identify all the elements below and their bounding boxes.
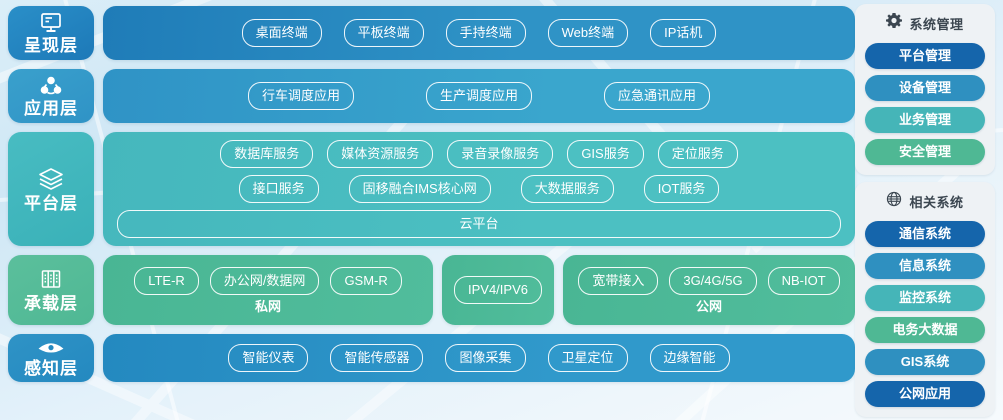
layer-tag-platform[interactable]: 平台层 xyxy=(8,132,94,246)
layer-tag-bearer[interactable]: 承载层 xyxy=(8,255,94,325)
pill-tablet-terminal[interactable]: 平板终端 xyxy=(343,19,424,47)
application-panel: 行车调度应用 生产调度应用 应急通讯应用 xyxy=(103,69,855,123)
bearer-group-name-private: 私网 xyxy=(254,299,281,314)
layer-label: 应用层 xyxy=(24,99,78,118)
public-network-pills: 宽带接入 3G/4G/5G NB-IOT xyxy=(578,267,840,295)
layer-label: 呈现层 xyxy=(24,36,78,55)
layer-tag-perception[interactable]: 感知层 xyxy=(8,334,94,382)
bearer-groups: LTE-R 办公网/数据网 GSM-R 私网 IPV4/IPV6 宽带接入 3G… xyxy=(103,255,855,325)
stacked-layers-icon xyxy=(36,166,66,192)
pill-smart-sensor[interactable]: 智能传感器 xyxy=(330,344,424,372)
pill-gsm-r[interactable]: GSM-R xyxy=(330,267,402,295)
pill-handheld-terminal[interactable]: 手持终端 xyxy=(445,19,526,47)
layers-column: 呈现层 桌面终端 平板终端 手持终端 Web终端 IP话机 xyxy=(8,6,855,382)
bearer-group-name-public: 公网 xyxy=(695,299,722,314)
related-systems-title: 相关系统 xyxy=(909,195,964,210)
pill-lte-r[interactable]: LTE-R xyxy=(134,267,199,295)
pill-audio-video-recording-service[interactable]: 录音录像服务 xyxy=(447,140,554,168)
platform-panel: 数据库服务 媒体资源服务 录音录像服务 GIS服务 定位服务 接口服务 固移融合… xyxy=(103,132,855,246)
pill-satellite-positioning[interactable]: 卫星定位 xyxy=(547,344,628,372)
sidebar-button-railway-big-data[interactable]: 电务大数据 xyxy=(865,317,985,343)
bearer-group-ip: IPV4/IPV6 xyxy=(442,255,554,325)
sidebar-button-communication-system[interactable]: 通信系统 xyxy=(865,221,985,247)
sidebar-button-monitoring-system[interactable]: 监控系统 xyxy=(865,285,985,311)
platform-services-row-1: 数据库服务 媒体资源服务 录音录像服务 GIS服务 定位服务 xyxy=(117,140,841,168)
layer-label: 平台层 xyxy=(24,194,78,213)
sidebar: 系统管理 平台管理 设备管理 业务管理 安全管理 相关系统 xyxy=(855,0,1003,420)
sidebar-button-business-management[interactable]: 业务管理 xyxy=(865,107,985,133)
pill-database-service[interactable]: 数据库服务 xyxy=(220,140,314,168)
platform-services-row-2: 接口服务 固移融合IMS核心网 大数据服务 IOT服务 xyxy=(117,175,841,203)
pill-office-data-network[interactable]: 办公网/数据网 xyxy=(209,267,320,295)
layer-tag-presentation[interactable]: 呈现层 xyxy=(8,6,94,60)
sidebar-button-security-management[interactable]: 安全管理 xyxy=(865,139,985,165)
pill-image-capture[interactable]: 图像采集 xyxy=(445,344,526,372)
system-management-header: 系统管理 xyxy=(865,11,985,37)
system-management-card: 系统管理 平台管理 设备管理 业务管理 安全管理 xyxy=(855,4,995,175)
layer-row-platform: 平台层 数据库服务 媒体资源服务 录音录像服务 GIS服务 定位服务 接口服务 … xyxy=(8,132,855,246)
pill-edge-intelligence[interactable]: 边缘智能 xyxy=(649,344,730,372)
pill-big-data-service[interactable]: 大数据服务 xyxy=(520,175,614,203)
eye-icon xyxy=(37,339,65,357)
layer-label: 感知层 xyxy=(24,359,78,378)
gear-icon xyxy=(886,13,903,34)
sidebar-button-information-system[interactable]: 信息系统 xyxy=(865,253,985,279)
pill-3g-4g-5g[interactable]: 3G/4G/5G xyxy=(669,267,757,295)
layer-row-bearer: 承载层 LTE-R 办公网/数据网 GSM-R 私网 IPV4/IPV6 xyxy=(8,255,855,325)
pill-cloud-platform[interactable]: 云平台 xyxy=(117,210,841,238)
monitor-icon xyxy=(38,12,64,34)
related-systems-header: 相关系统 xyxy=(865,189,985,215)
pill-interface-service[interactable]: 接口服务 xyxy=(238,175,319,203)
perception-panel: 智能仪表 智能传感器 图像采集 卫星定位 边缘智能 xyxy=(103,334,855,382)
pill-production-dispatch-app[interactable]: 生产调度应用 xyxy=(425,82,532,110)
related-systems-card: 相关系统 通信系统 信息系统 监控系统 电务大数据 GIS系统 公网应用 xyxy=(855,182,995,417)
layer-row-application: 应用层 行车调度应用 生产调度应用 应急通讯应用 xyxy=(8,69,855,123)
server-rack-icon xyxy=(38,268,64,292)
sidebar-button-gis-system[interactable]: GIS系统 xyxy=(865,349,985,375)
layer-label: 承载层 xyxy=(24,294,78,313)
pill-desktop-terminal[interactable]: 桌面终端 xyxy=(241,19,322,47)
ip-network-pills: IPV4/IPV6 xyxy=(454,276,542,304)
layer-tag-application[interactable]: 应用层 xyxy=(8,69,94,123)
pill-ims-core-network[interactable]: 固移融合IMS核心网 xyxy=(348,175,491,203)
pill-web-terminal[interactable]: Web终端 xyxy=(547,19,629,47)
pill-train-dispatch-app[interactable]: 行车调度应用 xyxy=(247,82,354,110)
presentation-panel: 桌面终端 平板终端 手持终端 Web终端 IP话机 xyxy=(103,6,855,60)
pill-emergency-comm-app[interactable]: 应急通讯应用 xyxy=(604,82,711,110)
sidebar-button-platform-management[interactable]: 平台管理 xyxy=(865,43,985,69)
layer-row-presentation: 呈现层 桌面终端 平板终端 手持终端 Web终端 IP话机 xyxy=(8,6,855,60)
pill-location-service[interactable]: 定位服务 xyxy=(657,140,738,168)
pill-ipv4-ipv6[interactable]: IPV4/IPV6 xyxy=(454,276,542,304)
pill-media-resource-service[interactable]: 媒体资源服务 xyxy=(327,140,434,168)
bearer-group-private-network: LTE-R 办公网/数据网 GSM-R 私网 xyxy=(103,255,433,325)
pill-ip-phone[interactable]: IP话机 xyxy=(650,19,717,47)
bearer-group-public-network: 宽带接入 3G/4G/5G NB-IOT 公网 xyxy=(562,255,855,325)
pill-iot-service[interactable]: IOT服务 xyxy=(643,175,720,203)
globe-icon xyxy=(886,191,902,212)
pill-broadband-access[interactable]: 宽带接入 xyxy=(578,267,659,295)
pill-gis-service[interactable]: GIS服务 xyxy=(567,140,644,168)
pill-smart-meter[interactable]: 智能仪表 xyxy=(228,344,309,372)
system-management-title: 系统管理 xyxy=(909,17,964,32)
layer-row-perception: 感知层 智能仪表 智能传感器 图像采集 卫星定位 边缘智能 xyxy=(8,334,855,382)
pill-nb-iot[interactable]: NB-IOT xyxy=(767,267,840,295)
sidebar-button-device-management[interactable]: 设备管理 xyxy=(865,75,985,101)
nodes-network-icon xyxy=(38,75,64,97)
sidebar-button-public-network-application[interactable]: 公网应用 xyxy=(865,381,985,407)
private-network-pills: LTE-R 办公网/数据网 GSM-R xyxy=(134,267,402,295)
